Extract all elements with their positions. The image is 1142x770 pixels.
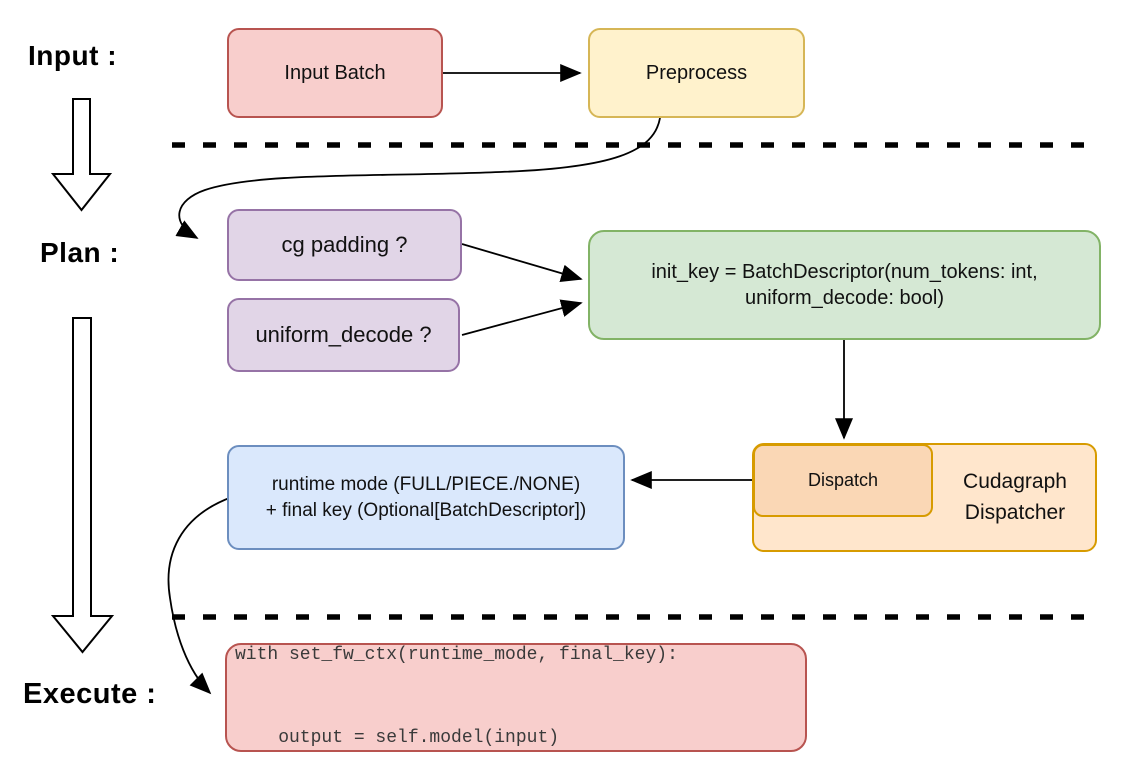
node-runtime-result-line2: + final key (Optional[BatchDescriptor]) — [265, 499, 587, 521]
cudagraph-label-line2: Dispatcher — [964, 500, 1066, 524]
node-dispatch: Dispatch — [753, 444, 933, 517]
node-init-key-line2: uniform_decode: bool) — [744, 287, 944, 309]
node-dispatch-label: Dispatch — [807, 470, 879, 490]
arrow-runtime-result-to-execute-code — [167, 496, 233, 695]
node-runtime-result-line1: runtime mode (FULL/PIECE./NONE) — [271, 474, 581, 496]
node-init-key-line1: init_key = BatchDescriptor(num_tokens: i… — [651, 260, 1038, 283]
execute-code-line2: output = self.model(input) — [235, 728, 560, 749]
stage-label-plan: Plan : — [40, 237, 120, 268]
node-init-key: init_key = BatchDescriptor(num_tokens: i… — [588, 230, 1101, 340]
node-runtime-result: runtime mode (FULL/PIECE./NONE) + final … — [227, 445, 625, 550]
down-block-arrow-plan-to-execute — [50, 317, 115, 654]
stage-label-execute: Execute : — [23, 678, 157, 710]
execute-code-line1: with set_fw_ctx(runtime_mode, final_key)… — [235, 644, 678, 665]
node-uniform-decode-label: uniform_decode ? — [255, 322, 432, 348]
arrow-uniform-decode-to-init-key — [461, 299, 583, 336]
node-cg-padding: cg padding ? — [227, 209, 462, 281]
node-cudagraph-dispatcher-label: Cudagraph Dispatcher — [933, 443, 1097, 552]
node-preprocess: Preprocess — [588, 28, 805, 118]
stage-label-input: Input : — [28, 40, 118, 71]
arrow-preprocess-to-cg-padding — [175, 117, 661, 239]
node-uniform-decode: uniform_decode ? — [227, 298, 460, 372]
down-block-arrow-input-to-plan — [50, 98, 113, 212]
node-preprocess-label: Preprocess — [645, 61, 748, 84]
cudagraph-label-line1: Cudagraph — [963, 470, 1067, 494]
node-input-batch-label: Input Batch — [284, 61, 386, 84]
node-input-batch: Input Batch — [227, 28, 443, 118]
node-cg-padding-label: cg padding ? — [281, 232, 408, 258]
arrow-cg-padding-to-init-key — [461, 243, 583, 283]
node-execute-code: with set_fw_ctx(runtime_mode, final_key)… — [225, 643, 807, 752]
